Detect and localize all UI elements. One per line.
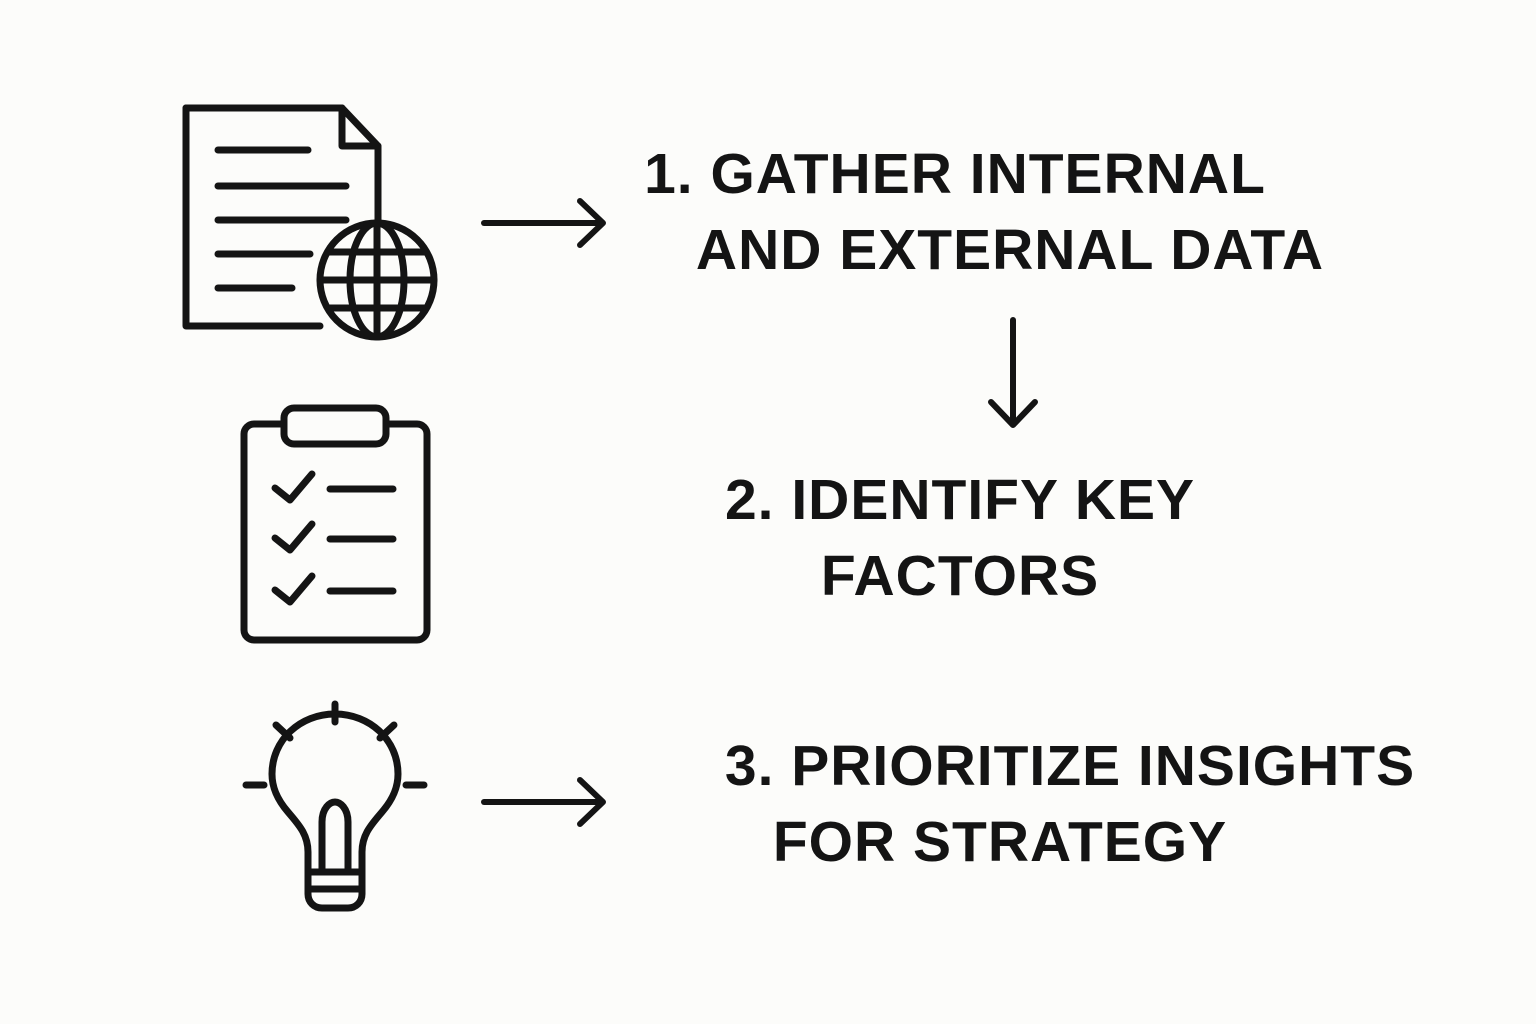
step-3-line-2: FOR STRATEGY — [772, 810, 1228, 874]
step-2-line-1: 2. IDENTIFY KEY — [724, 468, 1196, 532]
step-2-label: 2. IDENTIFY KEY FACTORS — [640, 462, 1280, 614]
step-3-label: 3. PRIORITIZE INSIGHTS FOR STRATEGY — [700, 728, 1440, 880]
step-1-line-2: AND EXTERNAL DATA — [695, 218, 1325, 282]
step-3-line-1: 3. PRIORITIZE INSIGHTS — [724, 734, 1416, 798]
step-1-label: 1. GATHER INTERNAL AND EXTERNAL DATA — [640, 136, 1380, 288]
step-1-line-1: 1. GATHER INTERNAL — [644, 142, 1266, 206]
right-arrow-icon — [480, 196, 610, 250]
lightbulb-icon — [240, 700, 430, 915]
right-arrow-icon — [480, 775, 610, 829]
clipboard-checklist-icon — [238, 404, 433, 649]
step-2-line-2: FACTORS — [820, 544, 1100, 608]
down-arrow-icon — [986, 316, 1040, 431]
document-globe-icon — [180, 100, 445, 345]
